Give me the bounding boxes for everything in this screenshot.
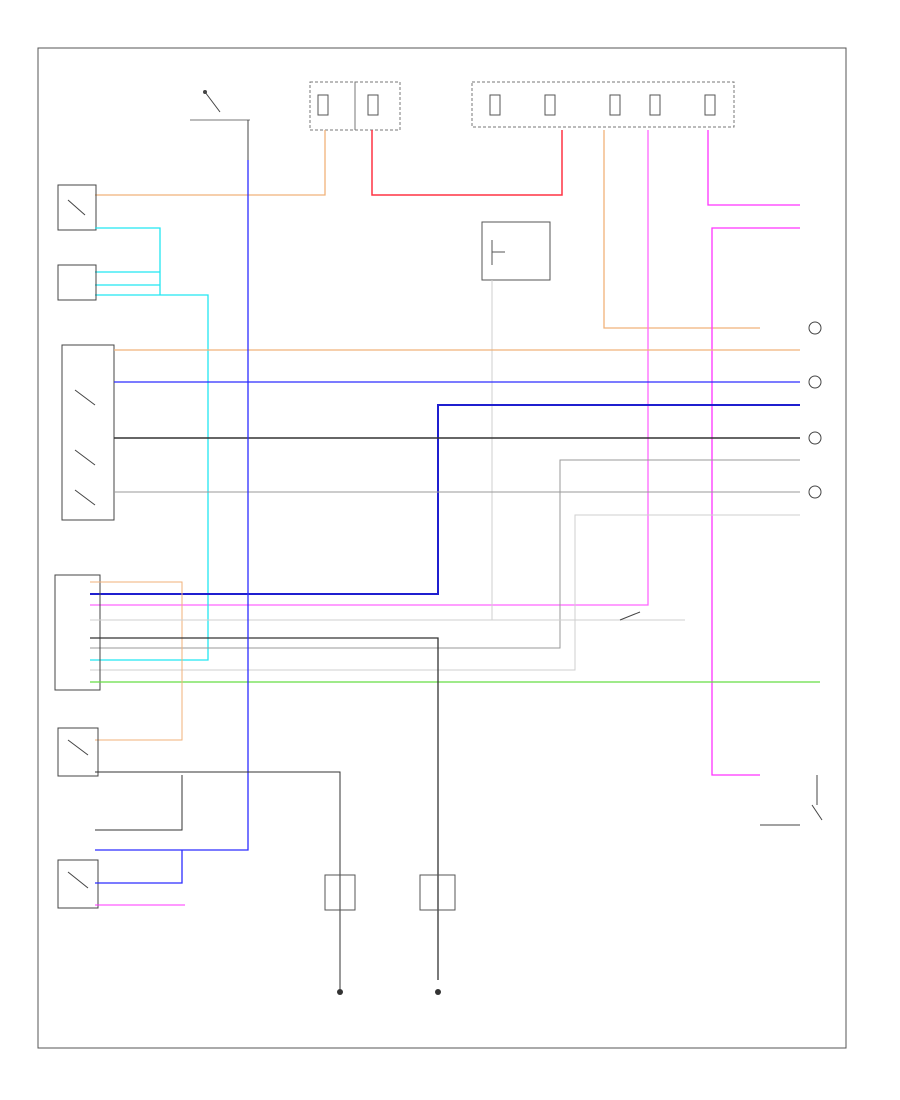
- fuse-icon: [609, 94, 621, 116]
- ignition-switch: [190, 90, 250, 160]
- wire-magenta-lower: [711, 227, 800, 776]
- fuse-icon: [649, 94, 661, 116]
- wire-orange-top: [95, 130, 326, 196]
- wire-cyan: [90, 227, 209, 661]
- fuse-block-right: [471, 81, 735, 128]
- relay-icon: [324, 874, 356, 911]
- cruise-control-unit: [54, 574, 101, 691]
- fuse-block-left: [309, 81, 401, 131]
- wire-gray-3: [90, 514, 800, 671]
- brake-switch: [57, 184, 97, 231]
- wire-red: [371, 130, 563, 196]
- wire-magenta-top: [707, 130, 800, 206]
- connector-icon: [57, 264, 97, 301]
- fuse-icon: [317, 94, 329, 116]
- switch-icon: [57, 727, 99, 909]
- relay-icon: [481, 221, 551, 281]
- wire-dark-6: [95, 775, 183, 831]
- wire-blue-dark: [90, 404, 800, 595]
- wire-magenta-right: [90, 130, 649, 606]
- relay-icon: [419, 874, 456, 911]
- fuse-icon: [489, 94, 501, 116]
- fuse-icon: [367, 94, 379, 116]
- wire-orange-right: [603, 130, 760, 329]
- switch-icon: [760, 775, 823, 826]
- diagram-frame: [37, 47, 847, 1049]
- wire-orange-3: [90, 581, 183, 741]
- wire-dark-4: [90, 637, 439, 980]
- wire-blue-lower: [95, 160, 249, 884]
- connector-icon: [808, 321, 822, 499]
- cruise-switch: [61, 344, 115, 521]
- fuse-icon: [704, 94, 716, 116]
- fuse-icon: [544, 94, 556, 116]
- ground-icon: [337, 989, 441, 995]
- wire-gray-2: [90, 459, 800, 649]
- wire-dark-5: [95, 771, 341, 990]
